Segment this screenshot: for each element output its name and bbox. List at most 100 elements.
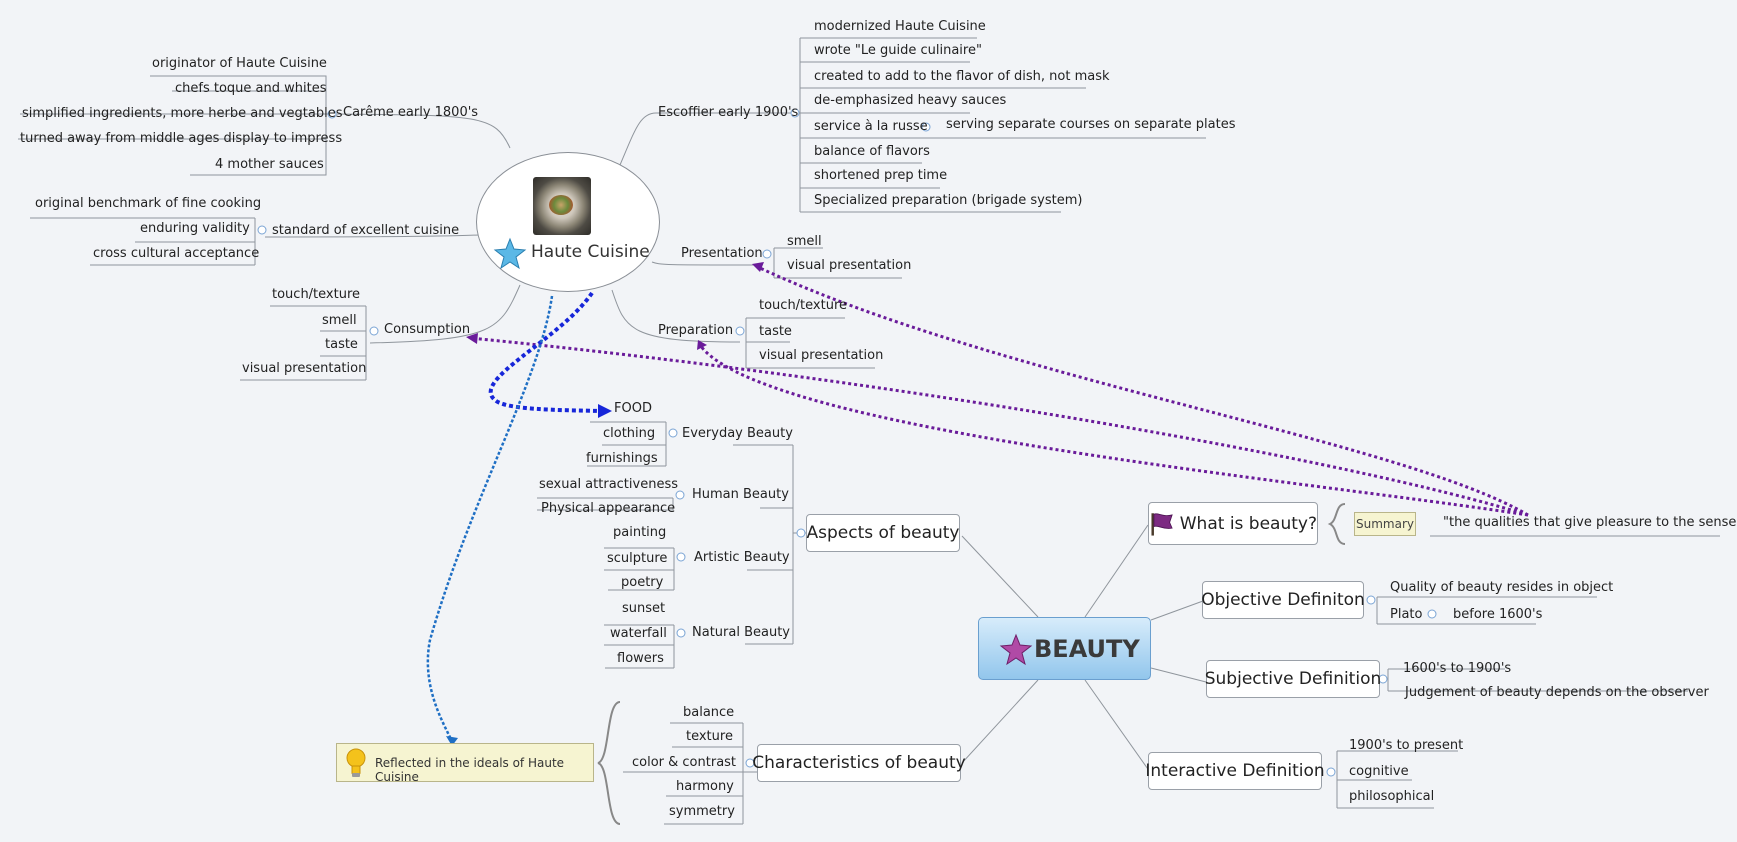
- arrow-to-preparation: [698, 344, 1529, 517]
- list-item[interactable]: wrote "Le guide culinaire": [814, 43, 982, 58]
- list-item[interactable]: touch/texture: [272, 287, 361, 302]
- list-item[interactable]: flowers: [617, 651, 664, 666]
- human-beauty-label[interactable]: Human Beauty: [692, 487, 789, 502]
- list-item[interactable]: before 1600's: [1453, 607, 1543, 622]
- characteristics-of-beauty-node[interactable]: Characteristics of beauty: [752, 744, 966, 782]
- escoffier-label[interactable]: Escoffier early 1900's: [658, 105, 799, 120]
- list-item[interactable]: sculpture: [607, 551, 668, 566]
- list-item[interactable]: texture: [686, 729, 733, 744]
- arrowhead-presentation: [752, 262, 764, 272]
- collapse-icon: [676, 552, 686, 562]
- list-item[interactable]: shortened prep time: [814, 168, 948, 183]
- subjective-definition-node[interactable]: Subjective Definition: [1204, 660, 1382, 698]
- natural-beauty-label[interactable]: Natural Beauty: [692, 625, 790, 640]
- list-item[interactable]: touch/texture: [759, 298, 848, 313]
- list-item[interactable]: simplified ingredients, more herbe and v…: [22, 106, 343, 121]
- presentation-label[interactable]: Presentation: [681, 246, 763, 261]
- haute-cuisine-topic[interactable]: Haute Cuisine: [476, 152, 660, 292]
- list-item[interactable]: clothing: [603, 426, 656, 441]
- beauty-definition-quote[interactable]: "the qualities that give pleasure to the…: [1443, 515, 1737, 530]
- interactive-definition-node[interactable]: Interactive Definition: [1145, 752, 1325, 790]
- star-icon: [999, 633, 1033, 666]
- arrowhead-consumption: [466, 333, 478, 344]
- collapse-icon: [745, 758, 755, 768]
- list-item[interactable]: poetry: [621, 575, 664, 590]
- list-item[interactable]: enduring validity: [140, 221, 250, 236]
- what-is-beauty-node[interactable]: What is beauty?: [1148, 502, 1318, 545]
- collapse-icon: [675, 490, 685, 500]
- list-item[interactable]: sexual attractiveness: [539, 477, 678, 492]
- list-item[interactable]: originator of Haute Cuisine: [152, 56, 327, 71]
- beauty-topic[interactable]: BEAUTY: [978, 617, 1151, 680]
- aspects-of-beauty-node[interactable]: Aspects of beauty: [806, 514, 960, 552]
- objective-definition-node[interactable]: Objective Definiton: [1201, 581, 1365, 619]
- list-item[interactable]: waterfall: [610, 626, 667, 641]
- list-item[interactable]: balance of flavors: [814, 144, 930, 159]
- list-item[interactable]: taste: [325, 337, 358, 352]
- list-item[interactable]: symmetry: [669, 804, 735, 819]
- careme-label[interactable]: Carême early 1800's: [343, 105, 479, 120]
- subjective-definition-label: Subjective Definition: [1204, 669, 1382, 689]
- list-item[interactable]: Specialized preparation (brigade system): [814, 193, 1083, 208]
- list-item[interactable]: sunset: [622, 601, 666, 616]
- list-item[interactable]: original benchmark of fine cooking: [35, 196, 262, 211]
- list-item[interactable]: Judgement of beauty depends on the obser…: [1405, 685, 1709, 700]
- artistic-beauty-label[interactable]: Artistic Beauty: [694, 550, 790, 565]
- arrow-to-food: [488, 291, 601, 413]
- list-item[interactable]: philosophical: [1349, 789, 1435, 804]
- reflected-callout[interactable]: Reflected in the ideals of Haute Cuisine: [336, 743, 594, 784]
- list-item[interactable]: harmony: [676, 779, 734, 794]
- list-item[interactable]: de-emphasized heavy sauces: [814, 93, 1007, 108]
- list-item[interactable]: serving separate courses on separate pla…: [946, 117, 1236, 132]
- list-item[interactable]: created to add to the flavor of dish, no…: [814, 69, 1110, 84]
- branch-careme: [329, 113, 511, 149]
- collapse-icon: [257, 225, 267, 235]
- list-item[interactable]: cognitive: [1349, 764, 1409, 779]
- list-item[interactable]: FOOD: [614, 401, 652, 416]
- list-item[interactable]: visual presentation: [242, 361, 367, 376]
- list-item[interactable]: 1900's to present: [1349, 738, 1464, 753]
- haute-cuisine-title: Haute Cuisine: [531, 242, 650, 262]
- list-item[interactable]: Quality of beauty resides in object: [1390, 580, 1614, 595]
- list-item[interactable]: modernized Haute Cuisine: [814, 19, 986, 34]
- collapse-icon: [1366, 595, 1376, 605]
- collapse-icon: [668, 428, 678, 438]
- list-item[interactable]: turned away from middle ages display to …: [20, 131, 343, 146]
- standard-label[interactable]: standard of excellent cuisine: [272, 223, 460, 238]
- list-item[interactable]: smell: [787, 234, 822, 249]
- summary-badge[interactable]: Summary: [1354, 512, 1416, 536]
- lightbulb-icon: [346, 748, 366, 777]
- list-item[interactable]: Plato: [1390, 607, 1423, 622]
- list-item[interactable]: balance: [683, 705, 735, 720]
- star-icon: [493, 237, 527, 270]
- everyday-beauty-label[interactable]: Everyday Beauty: [682, 426, 793, 441]
- preparation-label[interactable]: Preparation: [658, 323, 734, 338]
- arrow-to-reflected: [426, 295, 554, 743]
- list-item[interactable]: service à la russe: [814, 119, 928, 134]
- list-item[interactable]: 1600's to 1900's: [1403, 661, 1512, 676]
- list-item[interactable]: furnishings: [586, 451, 658, 466]
- list-item[interactable]: visual presentation: [787, 258, 912, 273]
- branch-standard: [264, 234, 481, 238]
- list-item[interactable]: cross cultural acceptance: [93, 246, 260, 261]
- collapse-icon: [1326, 767, 1336, 777]
- dish-photo-icon: [533, 177, 591, 235]
- list-item[interactable]: Physical appearance: [541, 501, 676, 516]
- list-item[interactable]: 4 mother sauces: [215, 157, 324, 172]
- arrowhead-food: [598, 404, 612, 418]
- list-item[interactable]: taste: [759, 324, 792, 339]
- list-item[interactable]: color & contrast: [632, 755, 737, 770]
- brace-summary: [1327, 503, 1346, 545]
- list-item[interactable]: smell: [322, 313, 357, 328]
- collapse-icon: [921, 122, 931, 132]
- arrowhead-reflected: [446, 736, 458, 746]
- objective-definition-label: Objective Definiton: [1201, 590, 1365, 610]
- list-item[interactable]: visual presentation: [759, 348, 884, 363]
- what-is-beauty-label: What is beauty?: [1179, 513, 1317, 534]
- interactive-definition-label: Interactive Definition: [1145, 761, 1325, 781]
- collapse-icon: [735, 326, 745, 336]
- consumption-label[interactable]: Consumption: [384, 322, 471, 337]
- list-item[interactable]: chefs toque and whites: [175, 81, 327, 96]
- list-item[interactable]: painting: [613, 525, 667, 540]
